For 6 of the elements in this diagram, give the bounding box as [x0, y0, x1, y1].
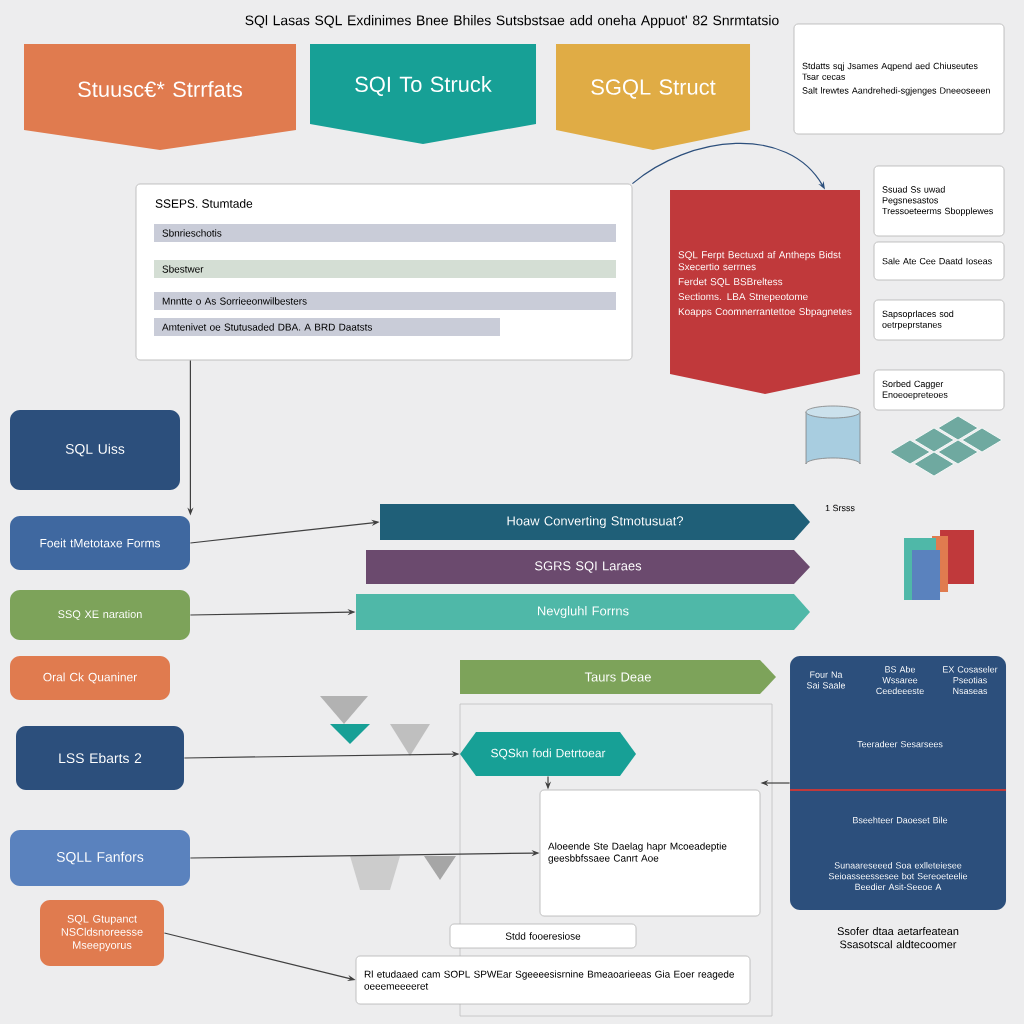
cylinder-drawing [805, 405, 861, 465]
banner: Stuusc€* Strrfats [24, 44, 296, 150]
banner: SGQL Struct [556, 44, 750, 150]
banner: SQI To Struck [310, 44, 536, 144]
cubes-drawing [889, 415, 1003, 477]
chart-drawing [904, 530, 974, 600]
